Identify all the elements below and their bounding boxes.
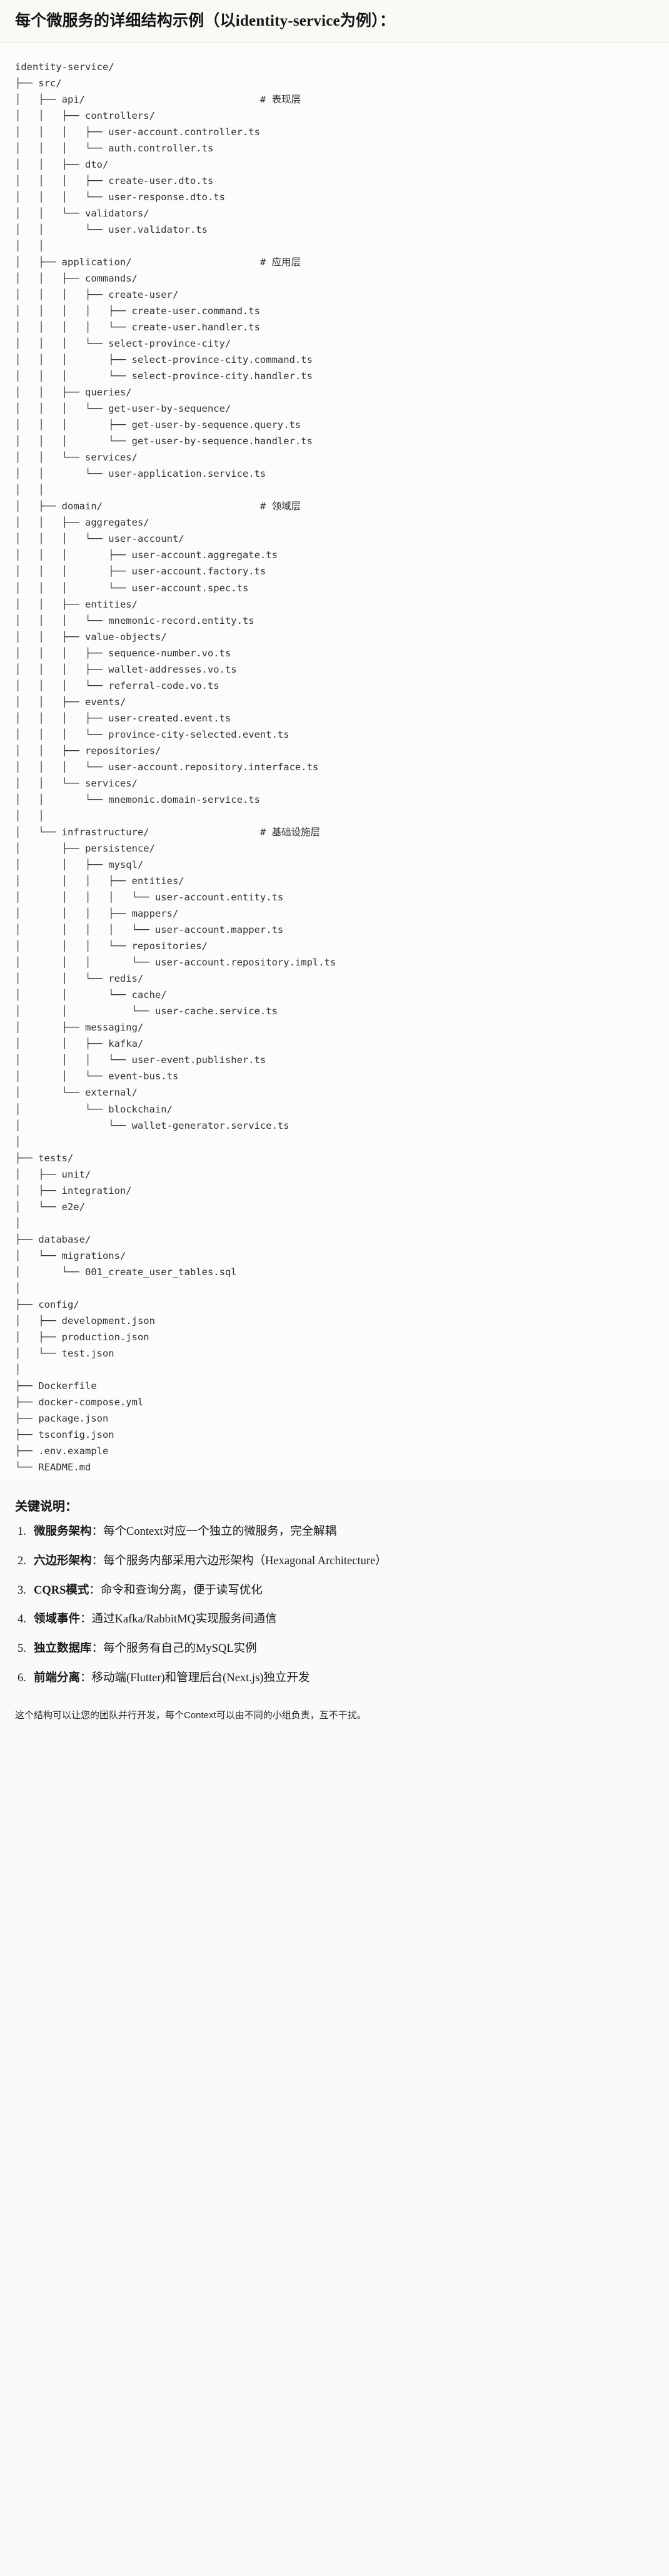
note-separator: ：: [89, 1584, 101, 1597]
note-separator: ：: [91, 1642, 104, 1655]
note-label: 六边形架构: [34, 1554, 92, 1567]
page-root: 每个微服务的详细结构示例（以identity-service为例）： ident…: [0, 0, 669, 1737]
directory-tree-block: identity-service/ ├── src/ │ ├── api/ # …: [0, 42, 669, 1482]
list-item: 独立数据库：每个服务有自己的MySQL实例: [18, 1640, 654, 1658]
note-separator: ：: [80, 1613, 92, 1626]
page-title: 每个微服务的详细结构示例（以identity-service为例）：: [15, 13, 396, 29]
key-notes-section: 关键说明： 微服务架构：每个Context对应一个独立的微服务，完全解耦 六边形…: [0, 1482, 669, 1703]
list-item: 前端分离：移动端(Flutter)和管理后台(Next.js)独立开发: [18, 1669, 654, 1688]
key-notes-heading: 关键说明：: [15, 1500, 78, 1514]
note-label: 前端分离: [34, 1671, 81, 1684]
note-label: CQRS模式: [34, 1584, 89, 1597]
note-label: 领域事件: [34, 1613, 81, 1626]
note-text: 每个服务内部采用六边形架构（Hexagonal Architecture）: [103, 1554, 387, 1567]
note-text: 每个服务有自己的MySQL实例: [103, 1642, 257, 1655]
closing-paragraph: 这个结构可以让您的团队并行开发，每个Context可以由不同的小组负责，互不干扰…: [15, 1710, 366, 1721]
note-label: 独立数据库: [34, 1642, 92, 1655]
note-label: 微服务架构: [34, 1525, 92, 1539]
list-item: 微服务架构：每个Context对应一个独立的微服务，完全解耦: [18, 1523, 654, 1541]
list-item: 领域事件：通过Kafka/RabbitMQ实现服务间通信: [18, 1611, 654, 1629]
title-bar: 每个微服务的详细结构示例（以identity-service为例）：: [0, 0, 669, 43]
note-text: 通过Kafka/RabbitMQ实现服务间通信: [91, 1613, 277, 1626]
note-separator: ：: [91, 1554, 104, 1567]
key-notes-list: 微服务架构：每个Context对应一个独立的微服务，完全解耦 六边形架构：每个服…: [15, 1523, 654, 1687]
list-item: CQRS模式：命令和查询分离，便于读写优化: [18, 1582, 654, 1600]
note-separator: ：: [80, 1671, 92, 1684]
closing-paragraph-block: 这个结构可以让您的团队并行开发，每个Context可以由不同的小组负责，互不干扰…: [0, 1702, 669, 1738]
note-text: 命令和查询分离，便于读写优化: [100, 1584, 263, 1597]
directory-tree: identity-service/ ├── src/ │ ├── api/ # …: [15, 61, 336, 1474]
list-item: 六边形架构：每个服务内部采用六边形架构（Hexagonal Architectu…: [18, 1552, 654, 1571]
note-separator: ：: [91, 1525, 104, 1539]
note-text: 每个Context对应一个独立的微服务，完全解耦: [103, 1525, 337, 1539]
note-text: 移动端(Flutter)和管理后台(Next.js)独立开发: [91, 1671, 310, 1684]
